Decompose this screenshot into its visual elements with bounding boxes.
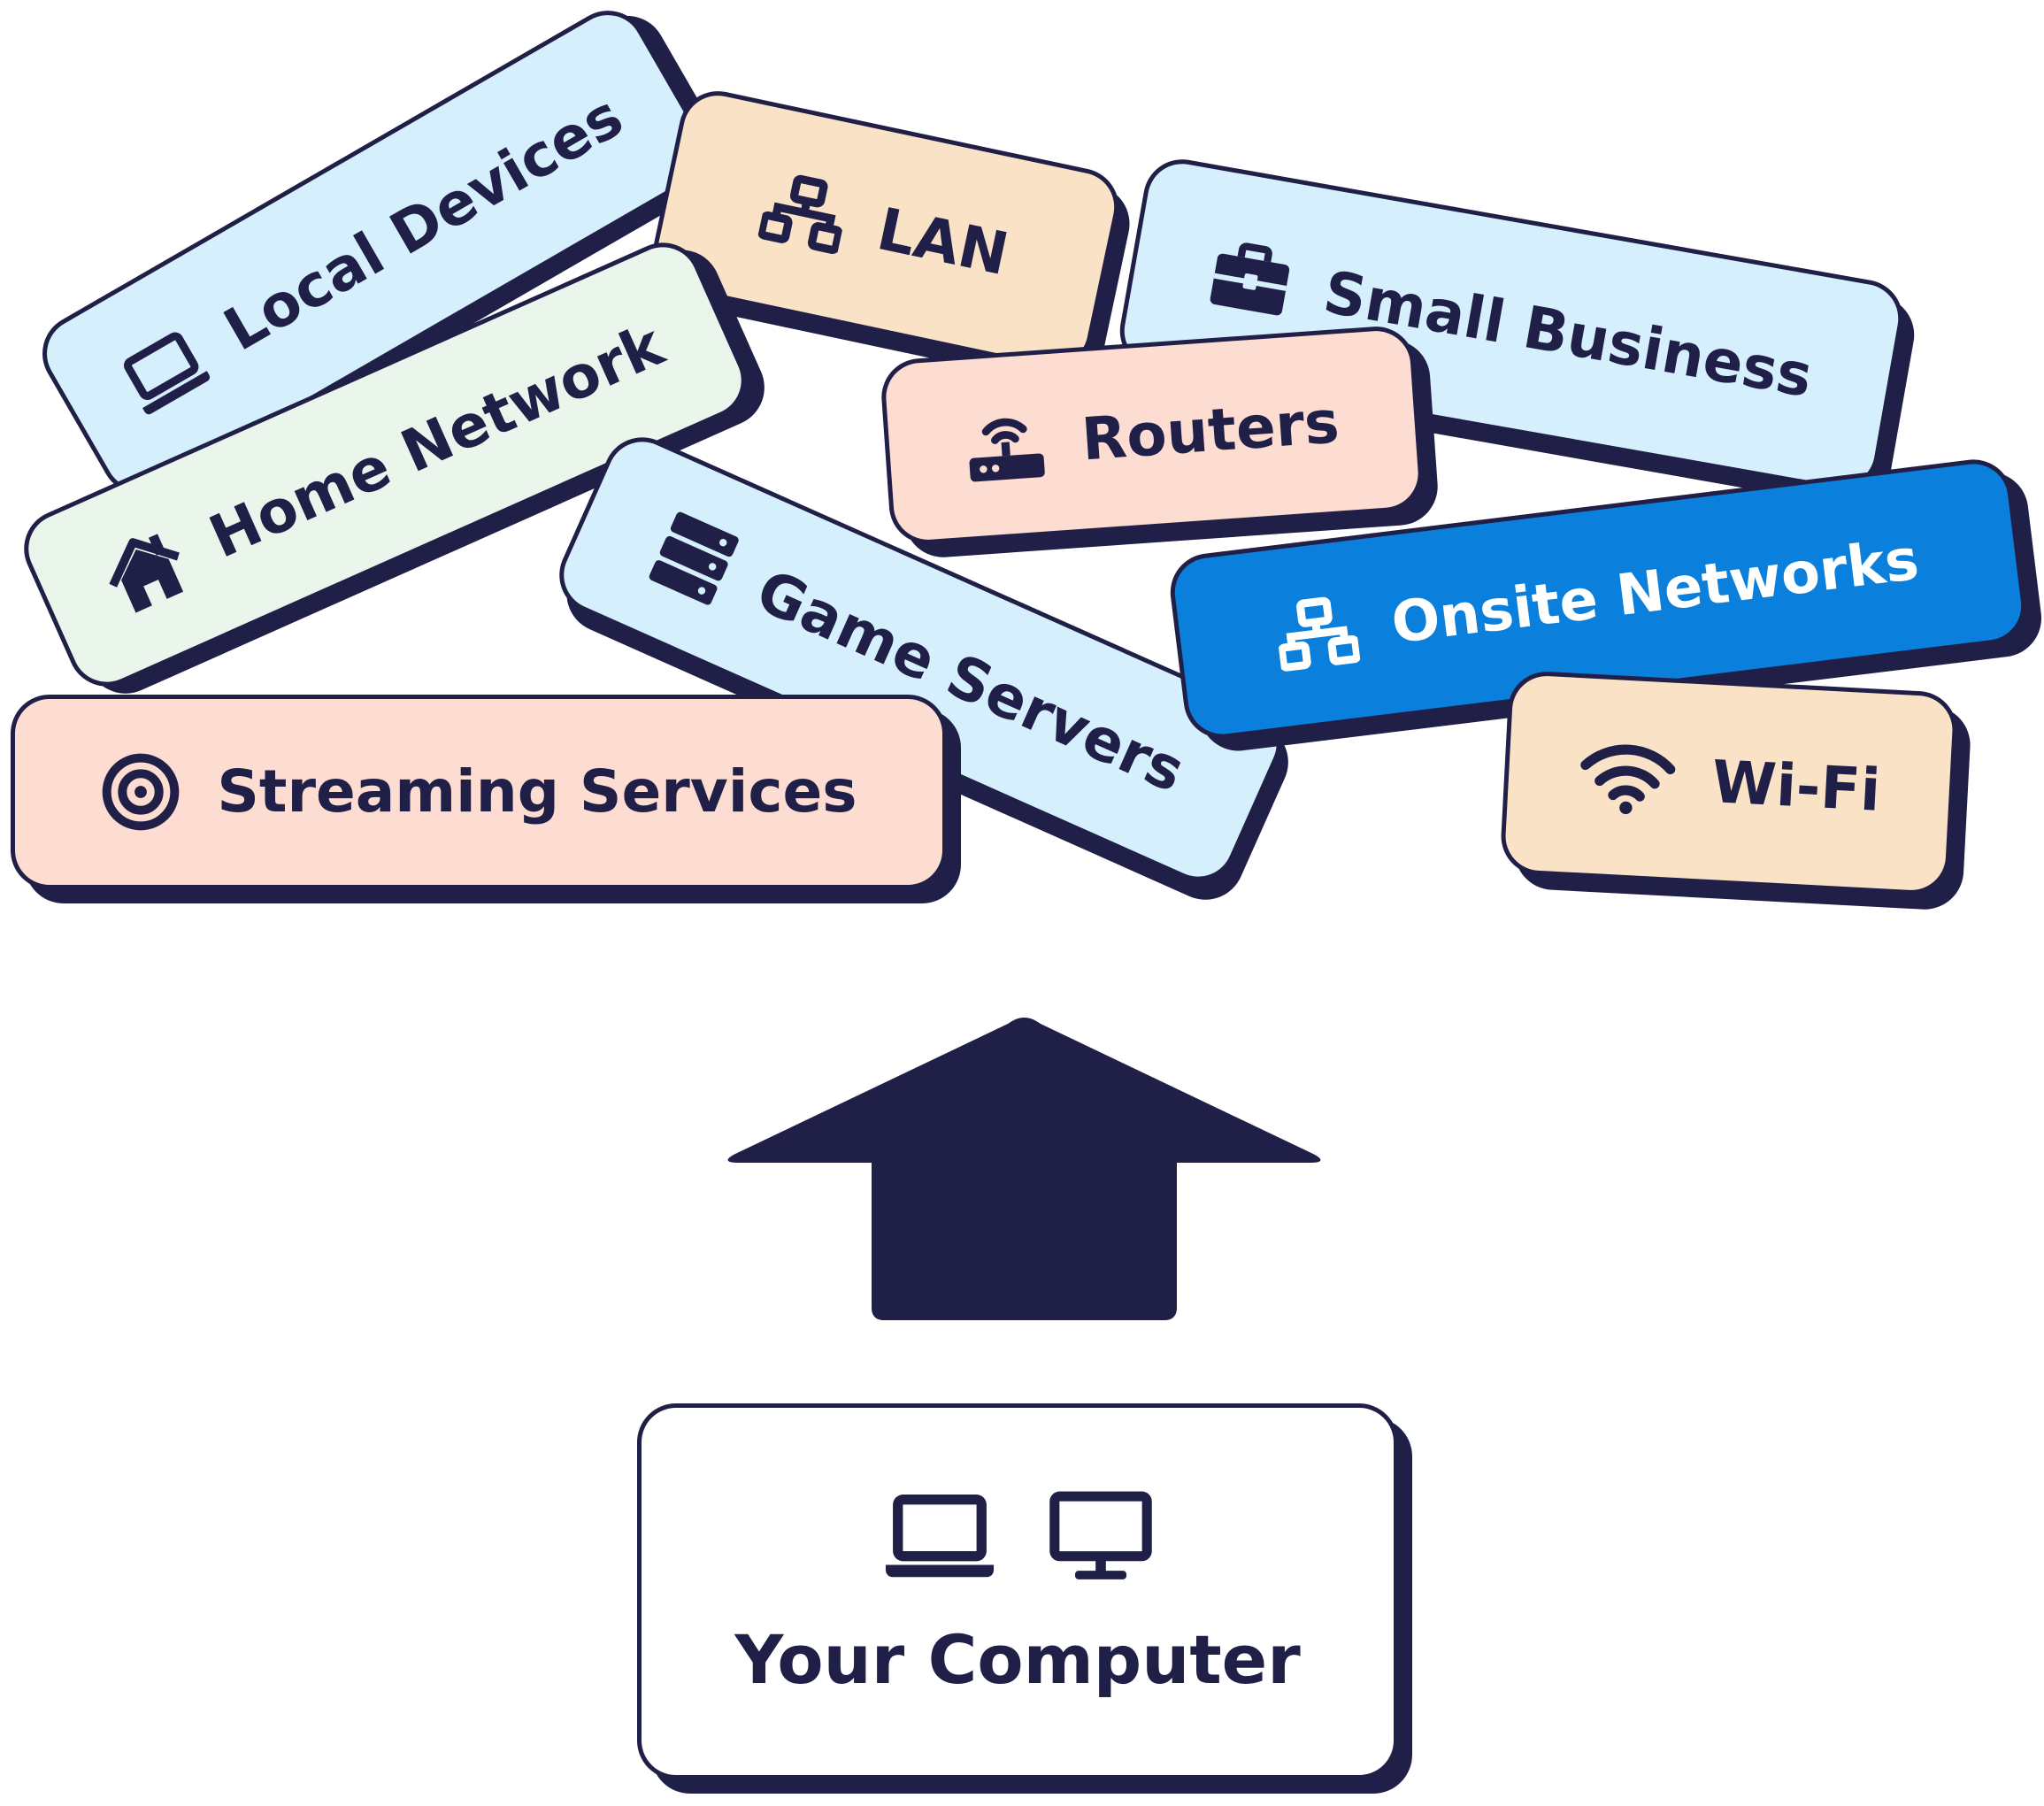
arrow-up-icon (727, 1018, 1321, 1320)
tag-label: Wi-Fi (1710, 748, 1883, 825)
tag-label: Routers (1079, 388, 1341, 474)
tag-wifi: Wi-Fi (1499, 669, 1959, 897)
your-computer-label: Your Computer (734, 1619, 1301, 1699)
computer-icons (883, 1490, 1152, 1582)
tag-lan: LAN (645, 83, 1126, 377)
tag-label: Streaming Services (217, 757, 857, 826)
house-icon (95, 520, 196, 621)
target-icon (100, 751, 181, 833)
tag-local-devices: Local Devices (27, 0, 720, 509)
network-icon (757, 167, 852, 258)
your-computer-box: Your Computer (637, 1403, 1398, 1779)
tag-home-network: Home Network (12, 230, 758, 699)
router-icon (963, 404, 1049, 486)
laptop-icon (113, 322, 218, 423)
laptop-icon (885, 1494, 995, 1577)
tag-game-servers: Game Servers (547, 425, 1294, 894)
tag-onsite-networks: Onsite Networks (1165, 455, 2031, 743)
wifi-icon (1576, 738, 1679, 818)
briefcase-icon (1205, 235, 1296, 322)
tag-small-business: Small Business (1113, 153, 1910, 496)
tag-streaming-services: Streaming Services (11, 695, 947, 889)
monitor-icon (1049, 1490, 1152, 1579)
tag-label: Onsite Networks (1387, 526, 1923, 657)
server-icon (643, 506, 744, 611)
tag-routers: Routers (879, 324, 1425, 547)
network-icon (1273, 592, 1362, 675)
tag-label: LAN (872, 195, 1015, 289)
